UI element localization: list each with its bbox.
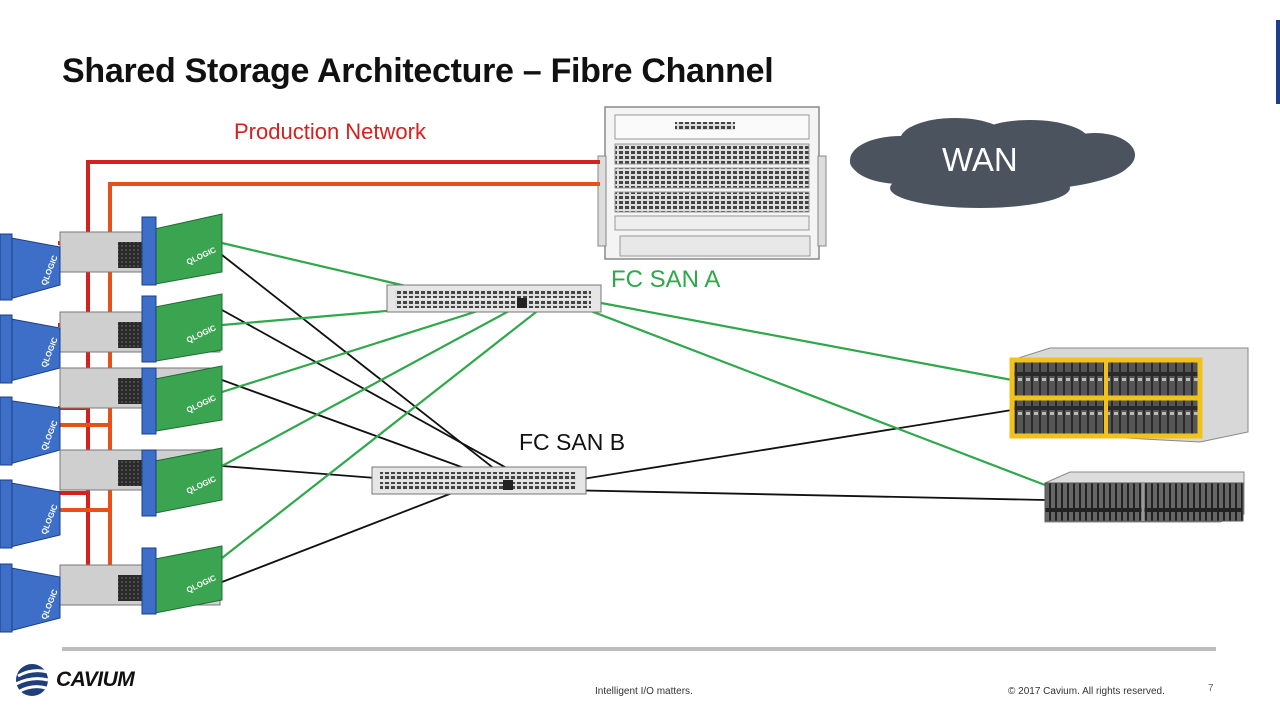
slide-title: Shared Storage Architecture – Fibre Chan…	[62, 52, 774, 90]
fc-san-b-label: FC SAN B	[519, 429, 626, 455]
slide-edge-accent	[1276, 20, 1280, 104]
hba-green-1	[141, 213, 223, 286]
server-2	[0, 293, 223, 384]
hba-green-4	[141, 447, 223, 517]
footer-divider	[62, 647, 1216, 651]
hba-blue-1	[0, 233, 61, 301]
storage-array-2	[1044, 471, 1245, 523]
footer-copyright: © 2017 Cavium. All rights reserved.	[1008, 686, 1165, 697]
hba-blue-2	[0, 314, 61, 384]
server-5	[0, 545, 223, 633]
hba-blue-5	[0, 563, 61, 633]
company-logo: CAVIUM	[56, 668, 135, 691]
footer-tagline: Intelligent I/O matters.	[595, 686, 693, 697]
core-network-switch	[597, 106, 827, 260]
hba-green-5	[141, 545, 223, 615]
server-4	[0, 447, 223, 549]
hba-blue-4	[0, 479, 61, 549]
hba-blue-3	[0, 396, 61, 466]
storage-array-1	[1009, 347, 1249, 443]
san-b-links	[221, 254, 1046, 583]
page-number: 7	[1208, 683, 1214, 694]
production-network-label: Production Network	[234, 119, 426, 144]
hba-green-2	[141, 293, 223, 363]
server-1	[0, 213, 223, 301]
hba-green-3	[141, 365, 223, 435]
fc-san-a-label: FC SAN A	[611, 266, 721, 293]
fc-san-b-switch	[371, 466, 587, 495]
fc-san-a-switch	[386, 284, 602, 313]
wan-cloud	[850, 118, 1135, 208]
wan-label: WAN	[942, 141, 1018, 178]
cavium-logo-icon	[15, 664, 49, 696]
server-3	[0, 365, 223, 466]
